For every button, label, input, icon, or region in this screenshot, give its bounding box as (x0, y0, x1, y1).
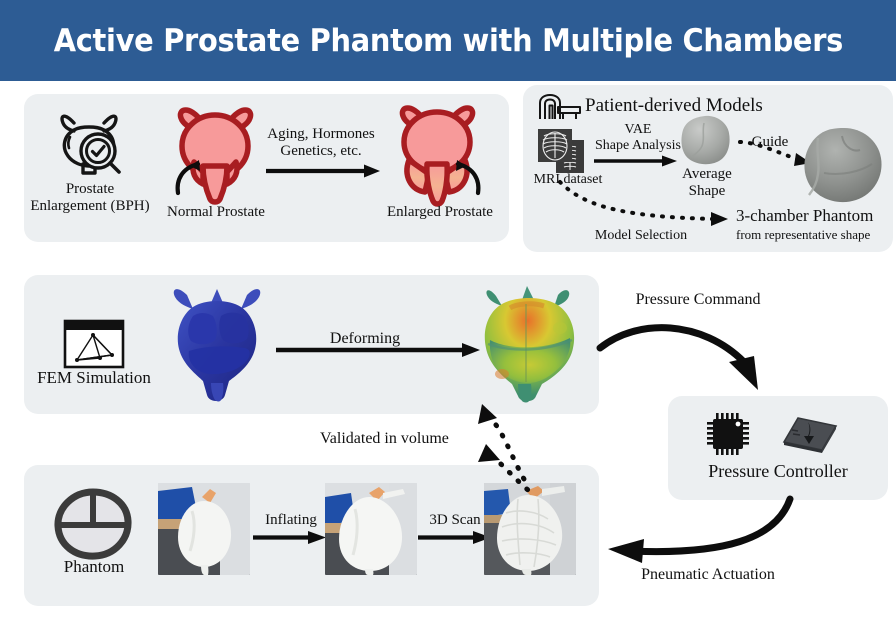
pneumatic-actuation-label: Pneumatic Actuation (641, 566, 775, 583)
prostate-enlargement-icon (50, 103, 128, 181)
pressure-valve-icon (778, 412, 842, 456)
three-chamber-phantom-label: 3-chamber Phantom (736, 206, 874, 225)
enlarged-prostate-pointer-icon (448, 160, 488, 204)
aging-arrow-icon (266, 163, 382, 179)
model-selection-arrow-icon (556, 178, 736, 228)
microchip-icon (706, 412, 750, 456)
prostate-enlargement-label: Prostate Enlargement (BPH) (30, 181, 150, 214)
three-chamber-phantom-sublabel: from representative shape (736, 227, 871, 242)
panel-pressure-controller (668, 396, 888, 500)
fem-undeformed-model (165, 283, 270, 405)
scan-arrow-icon (418, 530, 492, 545)
validated-arrow-icon (470, 400, 546, 496)
deforming-arrow-icon (276, 342, 482, 358)
mri-scanner-icon (537, 93, 583, 123)
inflating-arrow-icon (253, 530, 327, 545)
aging-arrow-label: Aging, Hormones Genetics, etc. (267, 126, 375, 159)
phantom-photo-initial (158, 483, 250, 575)
pressure-command-arrow-icon (596, 312, 780, 402)
phantom-chambers-icon (54, 488, 132, 560)
fem-simulation-icon (63, 319, 125, 369)
pressure-command-label: Pressure Command (635, 291, 761, 308)
fem-simulation-label: FEM Simulation (37, 368, 151, 387)
phantom-label: Phantom (63, 557, 125, 576)
page-title: Active Prostate Phantom with Multiple Ch… (53, 22, 843, 59)
three-chamber-phantom-model (802, 126, 884, 204)
average-shape-model (678, 114, 734, 166)
figure-header: Active Prostate Phantom with Multiple Ch… (0, 0, 896, 81)
deforming-label: Deforming (329, 330, 401, 347)
inflating-label: Inflating (265, 512, 317, 528)
pneumatic-actuation-arrow-icon (594, 495, 794, 567)
mri-dataset-thumbnails (534, 126, 596, 176)
phantom-photo-inflated (325, 483, 417, 575)
enlarged-prostate-label: Enlarged Prostate (387, 204, 493, 220)
pressure-controller-label: Pressure Controller (708, 461, 848, 481)
fem-deformed-model (480, 282, 580, 407)
guide-label: Guide (751, 134, 789, 150)
normal-prostate-pointer-icon (168, 160, 208, 204)
mri-dataset-label: MRI dataset (533, 172, 603, 187)
phantom-photo-scanned (484, 483, 576, 575)
model-selection-label: Model Selection (594, 228, 688, 243)
patient-models-heading: Patient-derived Models (585, 95, 763, 116)
average-shape-label: Average Shape (682, 166, 732, 199)
vae-arrow-icon (594, 154, 678, 168)
enlarged-prostate-illustration (385, 100, 490, 208)
vae-arrow-label: VAE Shape Analysis (595, 122, 681, 153)
normal-prostate-label: Normal Prostate (167, 204, 265, 220)
scan-label: 3D Scan (429, 512, 481, 528)
validated-label: Validated in volume (320, 430, 449, 447)
